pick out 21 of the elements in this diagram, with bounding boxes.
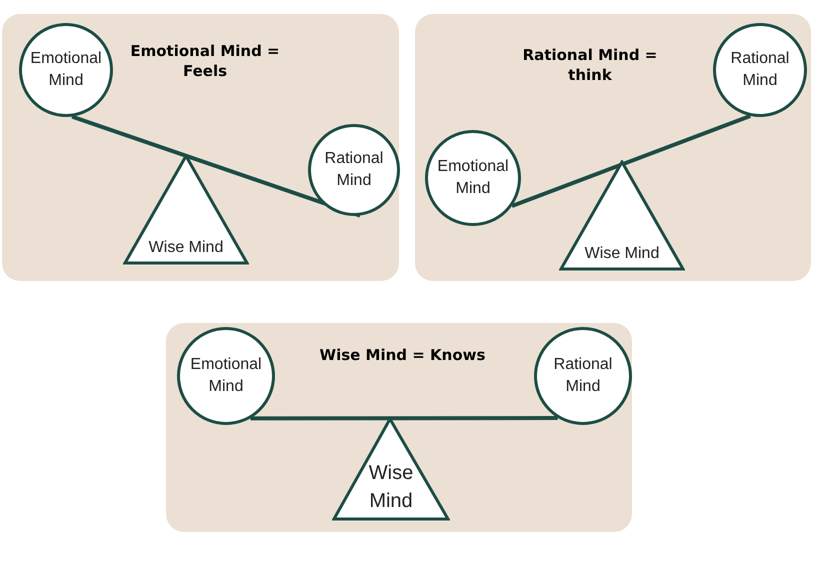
triangle-label: Wise Mind [368,461,414,514]
triangle-label: Wise Mind [584,244,660,264]
circle-label: Emotional Mind [189,354,263,397]
panel-heading: Rational Mind = think [522,46,658,85]
circle-label: Emotional Mind [436,156,510,199]
fulcrum-triangle [332,417,450,521]
seesaw-plank [511,114,751,208]
panel-heading: Wise Mind = Knows [318,346,486,366]
circle-label: Emotional Mind [29,48,103,91]
panel-heading: Emotional Mind = Feels [129,42,281,81]
seesaw-plank [250,416,558,420]
panel-background [415,14,811,281]
panel-background [2,14,399,281]
panel-background [166,323,632,532]
circle-label: Rational Mind [552,354,614,397]
triangle-label: Wise Mind [148,238,224,258]
fulcrum-triangle [123,154,249,265]
circle-label: Rational Mind [324,148,384,191]
seesaw-plank [71,114,361,218]
fulcrum-triangle [559,160,685,271]
circle-label: Rational Mind [730,48,790,91]
